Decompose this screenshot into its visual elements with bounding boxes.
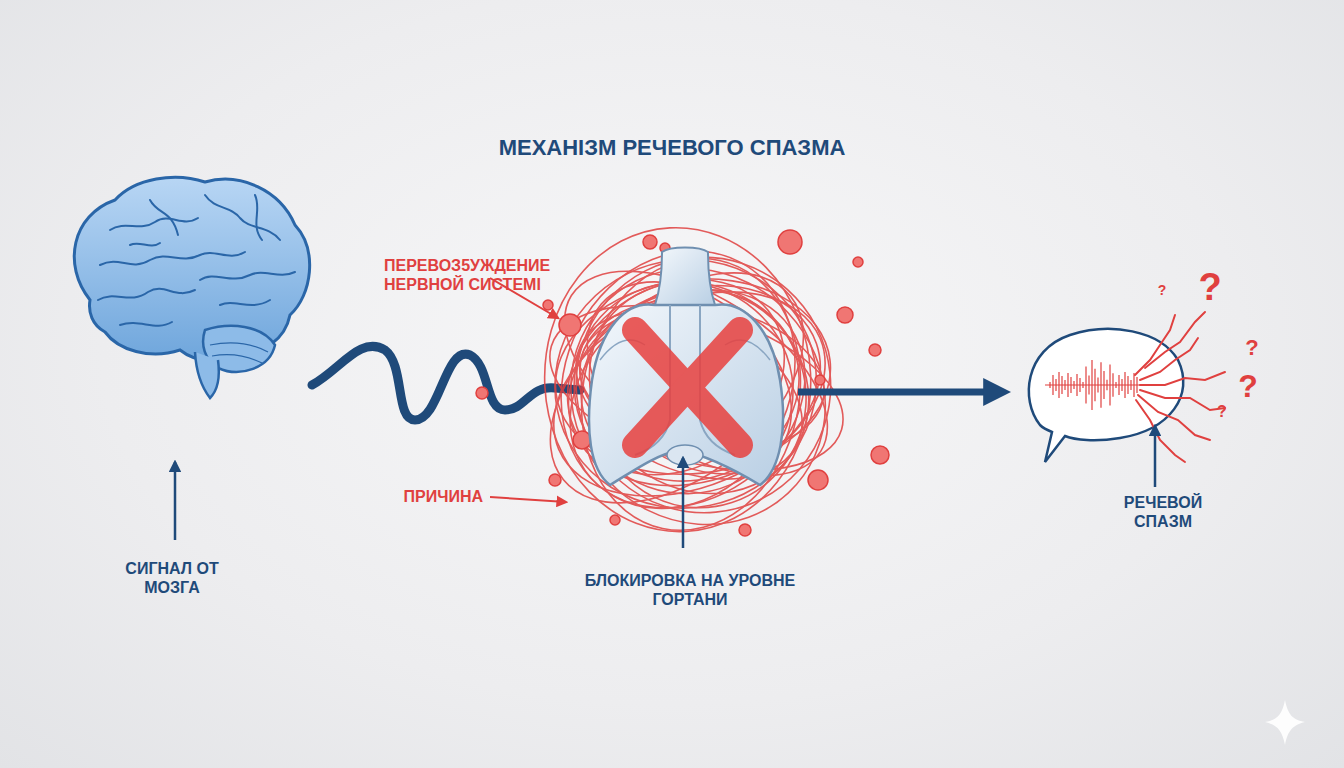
callout-label: ПРИЧИНА: [403, 487, 483, 506]
callout-label: ПЕРЕВОЗ5УЖДЕНИЕ НЕРВНОЙ СИСТЕМI: [384, 256, 544, 294]
callout-label: СИГНАЛ ОТ МОЗГА: [102, 559, 242, 597]
block-cross: [635, 330, 740, 445]
leader-line: [490, 497, 566, 502]
sparkle-mark: [1265, 700, 1305, 745]
leader-line: [682, 458, 685, 548]
callout-label: РЕЧЕВОЙ СПАЗМ: [1103, 493, 1223, 531]
question-mark: ?: [1158, 282, 1167, 299]
brain: [74, 177, 309, 398]
diagram-title: МЕХАНIЗМ РЕЧЕВОГО СПАЗМА: [499, 135, 846, 161]
callout-label: БЛОКИРОВКА НА УРОВНЕ ГОРТАНИ: [570, 571, 810, 609]
larynx: [589, 248, 783, 486]
broken-lines: [1135, 312, 1225, 462]
question-mark: ?: [1238, 367, 1258, 405]
question-mark: ?: [1198, 265, 1221, 311]
question-mark: ?: [1217, 402, 1227, 421]
leader-line: [1154, 426, 1157, 487]
signal-wave: [312, 346, 580, 420]
leader-line: [174, 462, 177, 540]
output-arrow: [798, 389, 1000, 396]
question-mark: ?: [1245, 335, 1258, 361]
